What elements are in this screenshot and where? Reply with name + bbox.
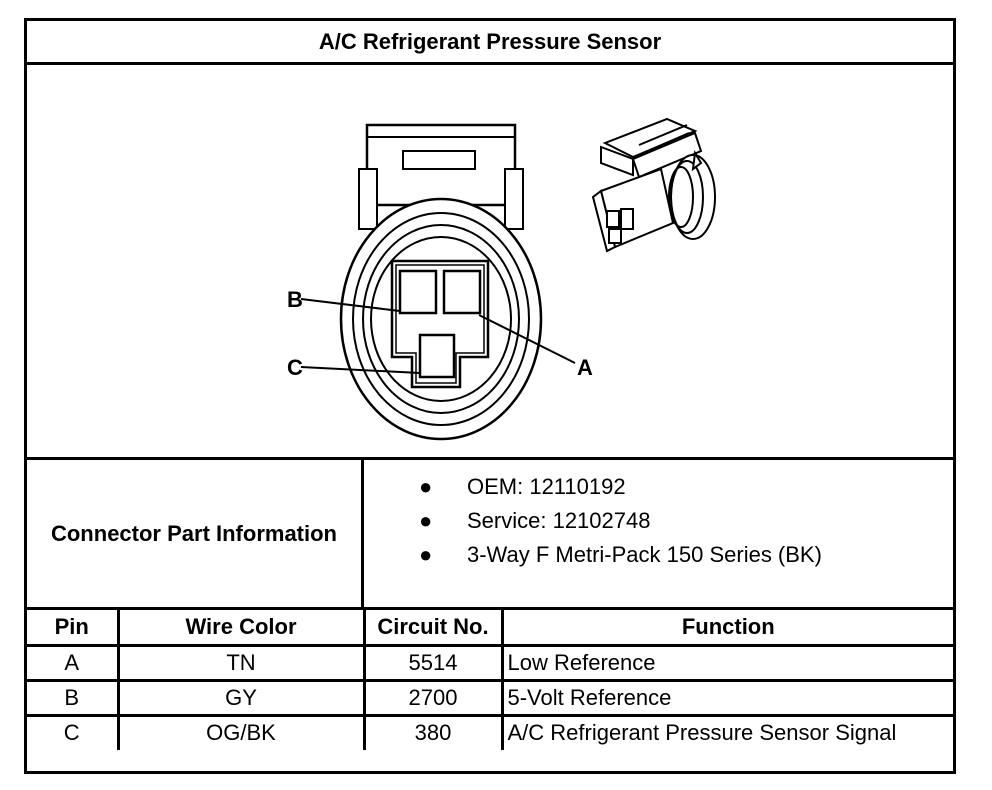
pinout-sheet: A/C Refrigerant Pressure Sensor: [24, 18, 956, 774]
connector-info-list: ● OEM: 12110192 ● Service: 12102748 ● 3-Way…: [364, 460, 953, 607]
connector-description: 3-Way F Metri-Pack 150 Series (BK): [467, 542, 822, 567]
col-header-function: Function: [500, 610, 953, 647]
col-header-pin: Pin: [27, 610, 120, 647]
col-header-wire-color: Wire Color: [116, 610, 366, 647]
pin-cell: C: [27, 713, 120, 750]
table-header-row: Pin Wire Color Circuit No. Function: [27, 610, 953, 647]
connector-part-info: Connector Part Information ● OEM: 1211019…: [27, 460, 953, 610]
table-row: C OG/BK 380 A/C Refrigerant Pressure Sen…: [27, 713, 953, 750]
pin-table: Pin Wire Color Circuit No. Function A TN…: [27, 610, 953, 750]
table-row: A TN 5514 Low Reference: [27, 643, 953, 682]
col-header-circuit-no: Circuit No.: [362, 610, 504, 647]
oem-part-number: OEM: 12110192: [467, 474, 626, 499]
pin-cell: B: [27, 678, 120, 717]
bullet-icon: ●: [419, 542, 433, 567]
pin-label-a: A: [577, 355, 593, 380]
circuit-cell: 380: [362, 713, 504, 750]
wire-color-cell: OG/BK: [116, 713, 366, 750]
function-cell: 5-Volt Reference: [500, 678, 953, 717]
circuit-cell: 5514: [362, 643, 504, 682]
circuit-cell: 2700: [362, 678, 504, 717]
pin-label-c: C: [287, 355, 303, 380]
connector-face-icon: B C A: [287, 117, 716, 441]
page-title: A/C Refrigerant Pressure Sensor: [27, 21, 953, 65]
wire-color-cell: GY: [116, 678, 366, 717]
list-item: ● 3-Way F Metri-Pack 150 Series (BK): [419, 538, 822, 572]
pin-label-b: B: [287, 287, 303, 312]
list-item: ● Service: 12102748: [419, 504, 822, 538]
function-cell: A/C Refrigerant Pressure Sensor Signal: [500, 713, 953, 750]
connector-diagram: B C A: [27, 65, 953, 460]
bullet-icon: ●: [419, 474, 433, 499]
service-part-number: Service: 12102748: [467, 508, 651, 533]
connector-3d-icon: [591, 117, 716, 253]
pin-cell: A: [27, 643, 120, 682]
table-row: B GY 2700 5-Volt Reference: [27, 678, 953, 717]
list-item: ● OEM: 12110192: [419, 470, 822, 504]
function-cell: Low Reference: [500, 643, 953, 682]
wire-color-cell: TN: [116, 643, 366, 682]
bullet-icon: ●: [419, 508, 433, 533]
connector-info-label: Connector Part Information: [27, 460, 364, 607]
